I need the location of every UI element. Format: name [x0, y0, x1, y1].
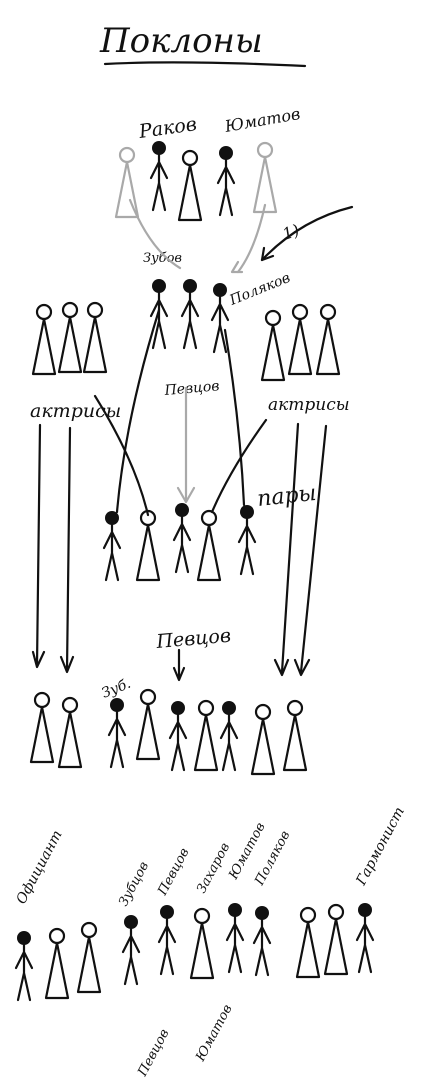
- title-underline: [105, 62, 305, 66]
- figure-bottom-2: [46, 929, 68, 998]
- label-yumatov: Юматов: [222, 104, 301, 136]
- figure-bottom-3: [78, 923, 100, 992]
- figure-row4-9: [284, 701, 306, 770]
- figures-layer: [16, 141, 373, 1000]
- label-pevtsov-center: Певцов: [155, 625, 232, 654]
- label-zubtsov: Зубцов: [116, 859, 152, 908]
- arrow-pevtsov-center: [174, 650, 184, 680]
- figure-ghost-right: [254, 143, 276, 212]
- figure-row4-2: [59, 698, 81, 767]
- figure-row4-4: [137, 690, 159, 759]
- figure-mid-5: [239, 505, 255, 574]
- label-garmonist: Гармонист: [353, 804, 408, 888]
- arrow-actresses-right-2: [295, 426, 326, 675]
- figure-zubov: [151, 279, 167, 348]
- figure-rakov: [151, 141, 167, 210]
- figure-ghost-left: [116, 148, 138, 217]
- figure-officiant: [16, 931, 32, 1000]
- figure-row4-6: [195, 701, 217, 770]
- arrow-actresses-left-2: [61, 428, 73, 672]
- label-rakov: Раков: [137, 113, 198, 143]
- figure-actress-right-1: [262, 311, 284, 380]
- figure-yumatov-b: [227, 903, 243, 972]
- label-officiant: Официант: [13, 828, 65, 907]
- figure-bottom-9: [297, 908, 319, 977]
- arrow-one: [262, 207, 352, 260]
- figure-actress-right-3: [84, 303, 106, 372]
- figure-actress-left-1: [33, 305, 55, 374]
- figure-mid-3: [174, 503, 190, 572]
- label-actresses-right: актрисы: [268, 395, 350, 415]
- figure-mid-1: [104, 511, 120, 580]
- figure-row4-5: [170, 701, 186, 770]
- label-zakharov: Захаров: [194, 841, 233, 896]
- figure-zubtsov: [123, 915, 139, 984]
- arrow-actresses-right-1: [275, 424, 298, 675]
- figure-actress-right-3b: [317, 305, 339, 374]
- arrow-actresses-left-1: [33, 425, 44, 667]
- figure-bottom-10: [325, 905, 347, 974]
- label-yumatov-lower: Юматов: [193, 1002, 236, 1064]
- figure-mid-4: [198, 511, 220, 580]
- figure-row4-7: [221, 701, 237, 770]
- figure-pevtsov-b: [159, 905, 175, 974]
- figure-zakharov-partner: [191, 909, 213, 978]
- figure-polyakov: [212, 283, 228, 352]
- figure-yumatov: [218, 146, 234, 215]
- label-zub: Зуб.: [100, 676, 134, 702]
- figure-garmonist: [357, 903, 373, 972]
- label-polyakov: Поляков: [227, 270, 293, 309]
- figure-row4-3: [109, 698, 125, 767]
- label-pevtsov-top: Певцов: [155, 846, 193, 899]
- grey-curve-right: [238, 205, 265, 272]
- figure-actress-right-2: [289, 305, 311, 374]
- figure-row4-1: [31, 693, 53, 762]
- figure-bride: [179, 151, 201, 220]
- diagram-title: Поклоны: [99, 21, 263, 61]
- figure-actress-left-2: [59, 303, 81, 372]
- figure-row4-8: [252, 705, 274, 774]
- label-pevtsov-bottom: Певцов: [135, 1027, 173, 1080]
- figure-pevtsov: [182, 279, 198, 348]
- figure-mid-2: [137, 511, 159, 580]
- label-pary: пары: [256, 481, 318, 512]
- label-pevtsov: Певцов: [163, 378, 220, 399]
- figure-polyakov-b: [254, 906, 270, 975]
